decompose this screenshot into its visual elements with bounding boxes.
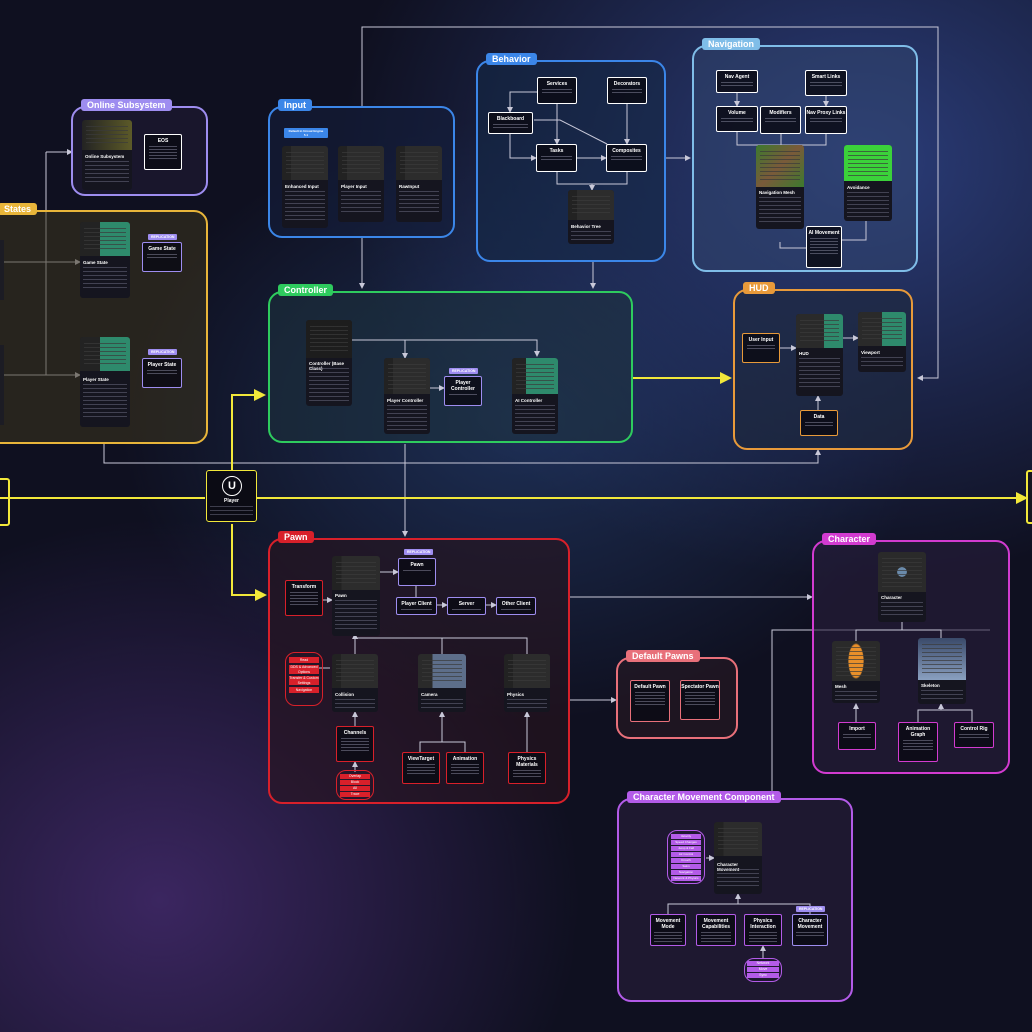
behavior-title: Behavior <box>486 53 537 65</box>
movement-feature-row: Speed Changes <box>671 840 701 845</box>
animation-box[interactable]: Animation <box>446 752 484 784</box>
ai-controller-card[interactable]: AI Controller <box>512 358 558 434</box>
navigation-mesh-card[interactable]: Navigation Mesh <box>756 145 804 229</box>
replication-tag: REPLICATION <box>796 906 826 912</box>
movement-feature-row: Swim <box>671 864 701 869</box>
character-card[interactable]: Character <box>878 552 926 622</box>
hud-title: HUD <box>743 282 775 294</box>
services-box[interactable]: Services <box>537 77 577 104</box>
movement-mode-box[interactable]: Movement Mode <box>650 914 686 946</box>
hud-card[interactable]: HUD <box>796 314 843 396</box>
camera-card[interactable]: Camera <box>418 654 466 712</box>
decorators-box[interactable]: Decorators <box>607 77 647 104</box>
spectator-pawn-box[interactable]: Spectator Pawn <box>680 680 720 720</box>
player-state-card[interactable]: Player State <box>80 337 130 427</box>
player-controller-box[interactable]: Player Controller <box>444 376 482 406</box>
game-state-box[interactable]: Game State <box>142 242 182 272</box>
controller-base-card[interactable]: Controller (Base Class) <box>306 320 352 406</box>
player-controller-card[interactable]: Player Controller <box>384 358 430 434</box>
navigation-title: Navigation <box>702 38 761 50</box>
composites-box[interactable]: Composites <box>606 144 647 172</box>
collision-card[interactable]: Collision <box>332 654 378 712</box>
controller-group: Controller <box>268 284 633 443</box>
nav-agent-box[interactable]: Nav Agent <box>716 70 758 93</box>
movement-feature-row: Air Control <box>671 852 701 857</box>
ai-movement-box[interactable]: AI Movement <box>806 226 842 268</box>
replication-tag: REPLICATION <box>449 368 479 374</box>
states-title: States <box>0 203 38 215</box>
player-client-box[interactable]: Player Client <box>396 597 437 615</box>
movement-feature-row: Network & Physics <box>671 876 701 881</box>
viewport-card[interactable]: Viewport <box>858 312 906 372</box>
import-box[interactable]: Import <box>838 722 876 750</box>
physics-card[interactable]: Physics <box>504 654 550 712</box>
right-edge-node <box>1026 470 1032 524</box>
enhanced-input-card[interactable]: Enhanced Input <box>282 146 328 228</box>
other-client-box[interactable]: Other Client <box>496 597 536 615</box>
movement-feature-row: Crouch <box>671 858 701 863</box>
viewtarget-box[interactable]: ViewTarget <box>402 752 440 784</box>
replication-tag: REPLICATION <box>404 549 434 555</box>
player-state-box[interactable]: Player State <box>142 358 182 388</box>
collision-options-pill: Read DDS & Advanced Options Transfer & C… <box>285 652 323 706</box>
network-pill: Network Move Sync <box>744 958 782 982</box>
blackboard-box[interactable]: Blackboard <box>488 112 533 134</box>
pawn-title: Pawn <box>278 531 314 543</box>
unreal-logo-icon: U <box>222 476 242 496</box>
replication-tag: REPLICATION <box>148 234 178 240</box>
transform-box[interactable]: Transform <box>285 580 323 616</box>
character-movement-title: Character Movement Component <box>627 791 781 803</box>
online-subsystem-title: Online Subsystem <box>81 99 172 111</box>
states-left-card-a <box>0 240 4 300</box>
mesh-card[interactable]: Mesh <box>832 641 880 703</box>
online-subsystem-card[interactable]: Online Subsystem <box>82 120 132 190</box>
nav-proxy-links-box[interactable]: Nav Proxy Links <box>805 106 847 134</box>
left-edge-node <box>0 478 10 526</box>
character-movement-card[interactable]: Character Movement <box>714 822 762 894</box>
volume-box[interactable]: Volume <box>716 106 758 132</box>
physics-interaction-box[interactable]: Physics Interaction <box>744 914 782 946</box>
behavior-tree-card[interactable]: Behavior Tree <box>568 190 614 244</box>
channels-pill: Overlap Block All Trace <box>336 770 374 800</box>
eos-box[interactable]: EOS <box>144 134 182 170</box>
channels-box[interactable]: Channels <box>336 726 374 762</box>
movement-feature-row: Velocity <box>671 834 701 839</box>
player-node[interactable]: U Player <box>206 470 257 522</box>
input-title: Input <box>278 99 312 111</box>
tasks-box[interactable]: Tasks <box>536 144 577 172</box>
control-rig-box[interactable]: Control Rig <box>954 722 994 748</box>
player-label: Player <box>223 498 239 504</box>
game-state-card[interactable]: Game State <box>80 222 130 298</box>
data-box[interactable]: Data <box>800 410 838 436</box>
default-pawn-box[interactable]: Default Pawn <box>630 680 670 722</box>
animation-graph-box[interactable]: Animation Graph <box>898 722 938 762</box>
pawn-card[interactable]: Pawn <box>332 556 380 636</box>
states-left-card-b <box>0 345 4 425</box>
movement-feature-row: Navigation <box>671 870 701 875</box>
default-pawns-title: Default Pawns <box>626 650 700 662</box>
character-title: Character <box>822 533 877 545</box>
avoidance-card[interactable]: Avoidance <box>844 145 892 221</box>
movement-feature-row: Jump & Fall <box>671 846 701 851</box>
player-input-card[interactable]: Player Input <box>338 146 384 222</box>
movement-capabilities-box[interactable]: Movement Capabilities <box>696 914 736 946</box>
modifiers-box[interactable]: Modifiers <box>760 106 801 134</box>
physics-materials-box[interactable]: Physics Materials <box>508 752 546 784</box>
pawn-box[interactable]: Pawn <box>398 558 436 586</box>
smart-links-box[interactable]: Smart Links <box>805 70 847 96</box>
default-ue51-tag: Default in Unreal Engine 5.1 <box>284 128 328 138</box>
server-box[interactable]: Server <box>447 597 486 615</box>
skeleton-card[interactable]: Skeleton <box>918 638 966 704</box>
user-input-box[interactable]: User Input <box>742 333 780 363</box>
character-movement-box[interactable]: Character Movement <box>792 914 828 946</box>
controller-title: Controller <box>278 284 334 296</box>
rawinput-card[interactable]: RawInput <box>396 146 442 222</box>
replication-tag: REPLICATION <box>148 349 178 355</box>
